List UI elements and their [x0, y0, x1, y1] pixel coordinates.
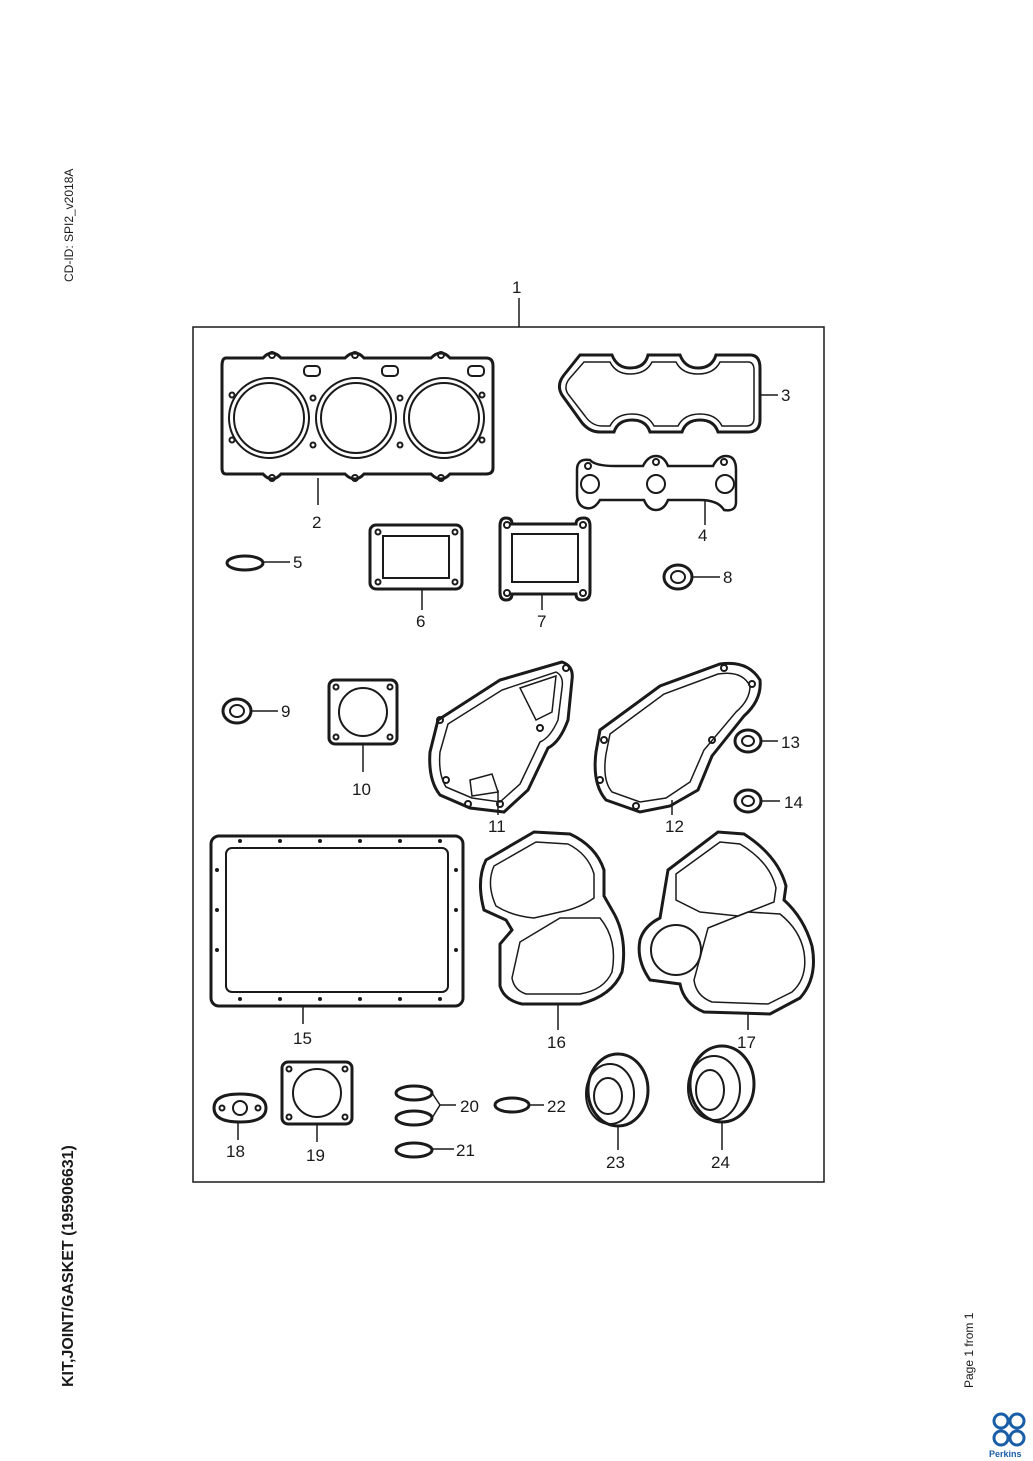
oil-seal-13	[733, 728, 778, 754]
callout-1: 1	[512, 278, 521, 297]
square-gasket-7	[498, 516, 592, 610]
kit-frame	[192, 326, 825, 1183]
o-ring-22	[493, 1096, 544, 1114]
square-gasket-6	[368, 523, 464, 610]
callout-7: 7	[537, 612, 546, 631]
callout-24: 24	[711, 1153, 730, 1172]
o-ring-5	[225, 554, 290, 572]
callout-21: 21	[456, 1141, 475, 1160]
manifold-gasket	[575, 454, 738, 525]
callout-23: 23	[606, 1153, 625, 1172]
oil-seal-14	[733, 788, 780, 814]
front-cover-gasket-16	[479, 830, 626, 1030]
callout-11: 11	[488, 817, 506, 836]
callout-18: 18	[226, 1142, 245, 1161]
callout-10: 10	[352, 780, 371, 799]
brand-name: Perkins	[989, 1449, 1022, 1459]
callout-12: 12	[665, 817, 684, 836]
callout-19: 19	[306, 1146, 325, 1165]
callout-5: 5	[293, 553, 302, 572]
rear-cover-gasket-17	[637, 830, 815, 1030]
callout-13: 13	[781, 733, 800, 752]
callout-16: 16	[547, 1033, 566, 1052]
callout-8: 8	[723, 568, 732, 587]
crankshaft-seal-24	[687, 1044, 756, 1150]
oil-seal-9	[221, 697, 278, 725]
crankshaft-seal-23	[585, 1052, 650, 1150]
timing-case-gasket-12	[593, 661, 762, 815]
square-gasket-19	[280, 1060, 354, 1142]
o-ring-21	[394, 1141, 454, 1159]
callout-20: 20	[460, 1097, 479, 1116]
oil-seal-8	[662, 563, 720, 591]
square-gasket-10	[327, 678, 399, 772]
callout-2: 2	[312, 513, 321, 532]
callout-4: 4	[698, 526, 707, 545]
callout-14: 14	[784, 793, 803, 812]
o-ring-pair-20	[394, 1084, 456, 1127]
flange-gasket-18	[212, 1092, 268, 1140]
callout-22: 22	[547, 1097, 566, 1116]
callout-9: 9	[281, 702, 290, 721]
callout-17: 17	[737, 1033, 756, 1052]
callout-3: 3	[781, 386, 790, 405]
perkins-logo	[992, 1412, 1026, 1447]
rocker-cover-gasket	[557, 353, 778, 434]
callout-15: 15	[293, 1029, 312, 1048]
timing-case-gasket-11	[428, 660, 574, 815]
cylinder-head-gasket	[220, 351, 495, 505]
callout-6: 6	[416, 612, 425, 631]
sump-gasket-15	[209, 834, 465, 1024]
